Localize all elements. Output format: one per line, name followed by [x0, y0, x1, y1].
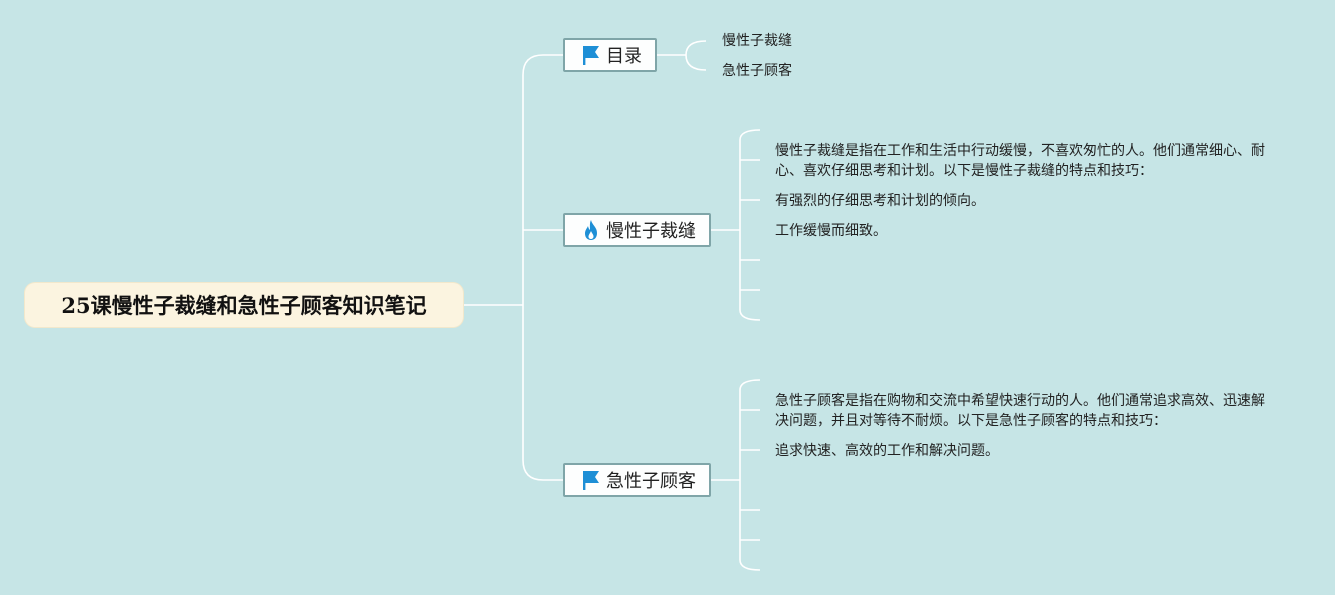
- branch-toc[interactable]: 目录: [563, 38, 657, 72]
- branch-toc-label: 目录: [606, 46, 642, 67]
- branch-tailor[interactable]: 慢性子裁缝: [563, 213, 711, 247]
- root-topic[interactable]: 25课慢性子裁缝和急性子顾客知识笔记: [25, 283, 463, 327]
- root-topic-title: 25课慢性子裁缝和急性子顾客知识笔记: [61, 293, 427, 318]
- branch-customer-label: 急性子顾客: [606, 471, 696, 492]
- flag-icon: [581, 469, 601, 491]
- toc-item-tailor[interactable]: 慢性子裁缝: [722, 33, 792, 49]
- branch-tailor-label: 慢性子裁缝: [606, 221, 696, 242]
- customer-note-2[interactable]: 追求快速、高效的工作和解决问题。: [775, 443, 999, 459]
- tailor-note-2[interactable]: 有强烈的仔细思考和计划的倾向。: [775, 193, 985, 209]
- branch-customer[interactable]: 急性子顾客: [563, 463, 711, 497]
- customer-note-1[interactable]: 急性子顾客是指在购物和交流中希望快速行动的人。他们通常追求高效、迅速解决问题，并…: [775, 393, 1265, 429]
- tailor-note-3[interactable]: 工作缓慢而细致。: [775, 223, 887, 239]
- toc-item-customer[interactable]: 急性子顾客: [722, 63, 792, 79]
- flag-icon: [581, 44, 601, 66]
- tailor-note-1[interactable]: 慢性子裁缝是指在工作和生活中行动缓慢，不喜欢匆忙的人。他们通常细心、耐心、喜欢仔…: [775, 143, 1265, 179]
- fire-icon: [581, 219, 601, 241]
